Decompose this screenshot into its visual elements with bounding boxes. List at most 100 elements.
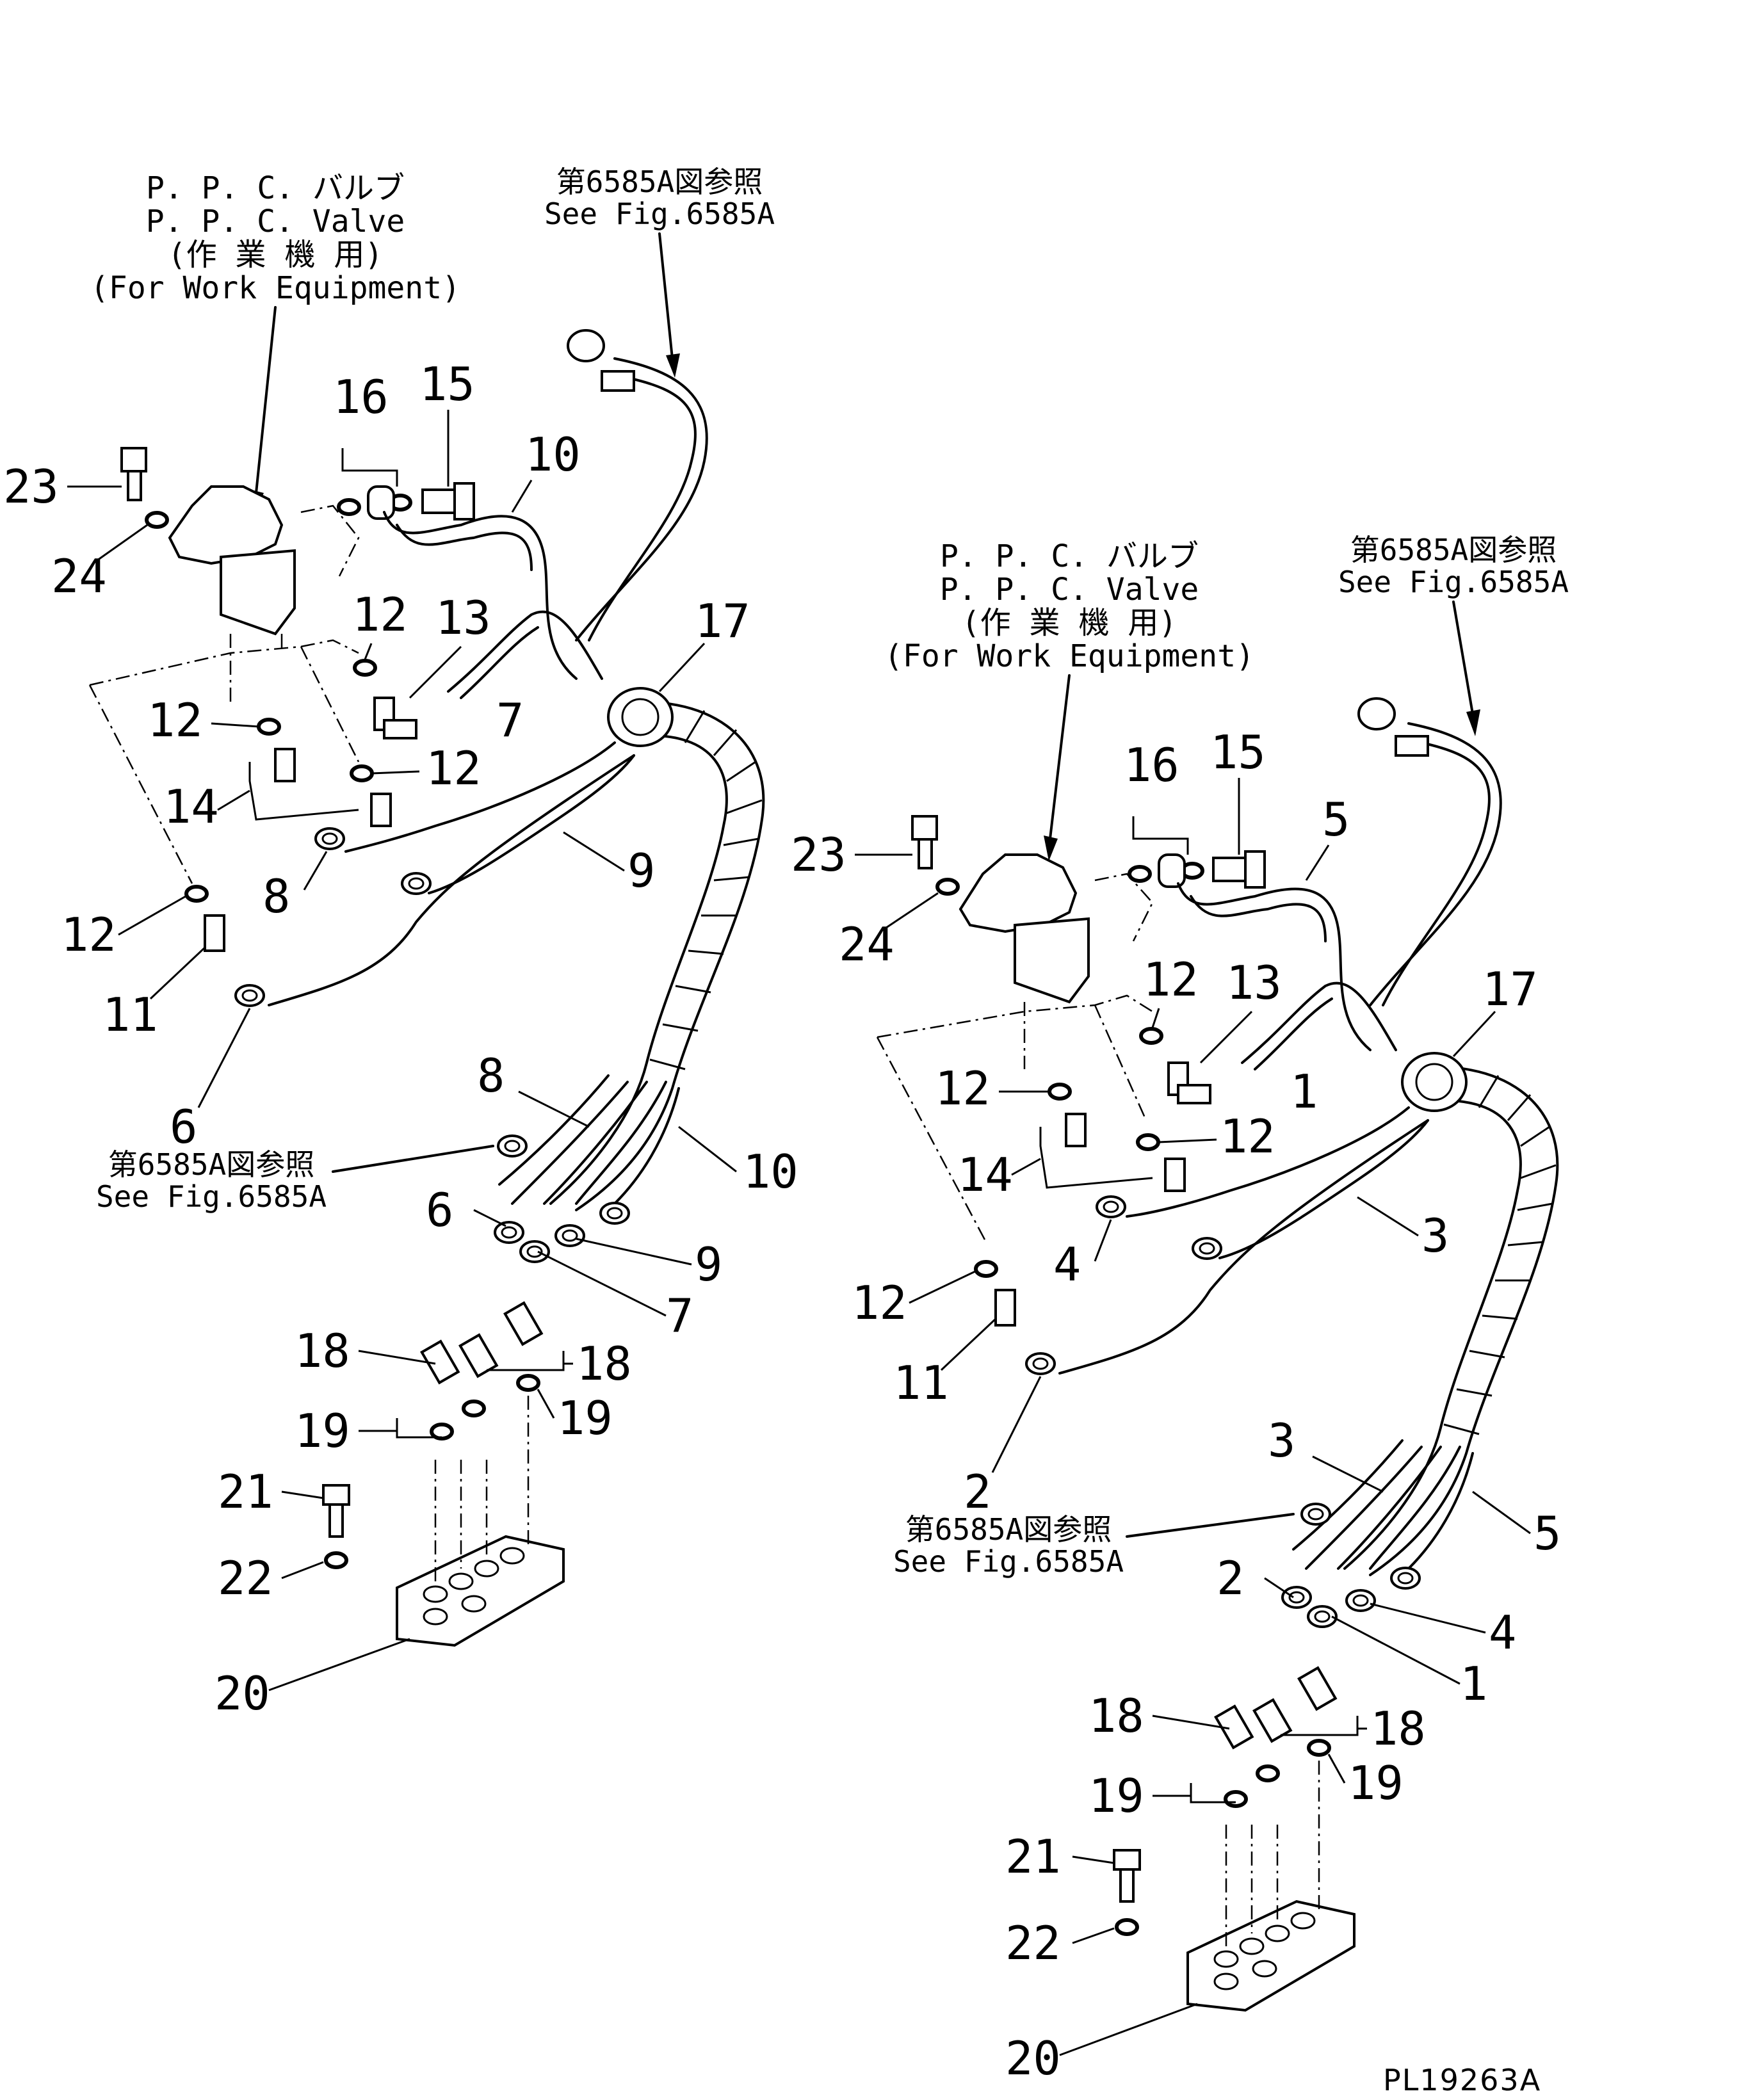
callout: 21: [1005, 1830, 1061, 1884]
ppc-valve-caption-en: P. P. C. Valve: [146, 204, 405, 239]
callout: 16: [333, 370, 389, 424]
hose-10-edge: [396, 524, 533, 571]
drawing-code: PL19263A: [1383, 2063, 1541, 2097]
callout: 23: [791, 828, 846, 882]
callout: 11: [893, 1356, 949, 1410]
callout: 12: [426, 741, 481, 795]
oring-12: [1138, 1135, 1158, 1149]
callout: 6: [170, 1100, 197, 1154]
washer-24: [937, 880, 958, 894]
oring-12: [259, 720, 279, 734]
oring-19: [1309, 1741, 1329, 1755]
callout: 10: [743, 1145, 798, 1198]
nut-2: [1025, 1352, 1056, 1375]
callout: 7: [666, 1289, 693, 1343]
hose-7: [447, 610, 603, 693]
hose-9: [428, 754, 635, 894]
fitting-11: [204, 914, 225, 952]
oring-19: [1258, 1766, 1278, 1780]
elbow-fitting: [367, 485, 395, 520]
hose-bundle: [549, 687, 765, 1211]
fitting-13: [373, 697, 417, 739]
guide-line: [876, 1037, 987, 1243]
callout: 23: [3, 460, 59, 513]
callout: 12: [147, 693, 203, 747]
ref-hose-edge: [588, 376, 697, 642]
callout: 18: [295, 1324, 350, 1378]
callout: 12: [1143, 953, 1199, 1006]
bolt-23: [120, 447, 147, 501]
callout: 19: [1088, 1769, 1144, 1823]
callout: 14: [957, 1148, 1013, 1202]
callout: 9: [695, 1238, 722, 1291]
hose-5-edge: [1190, 895, 1327, 942]
nut-6: [234, 984, 265, 1007]
guide-line: [89, 639, 359, 686]
ref-hose: [1369, 722, 1502, 1006]
callout: 14: [163, 780, 219, 834]
right-assembly: P. P. C. バルブ P. P. C. Valve (作 業 機 用) (F…: [791, 533, 1569, 2085]
manifold-20: [1186, 1761, 1355, 2012]
oring-16: [1129, 867, 1150, 881]
ref-label-mid-en: See Fig.6585A: [96, 1179, 327, 1214]
lower-hoses: [494, 1074, 680, 1263]
callout: 5: [1322, 793, 1350, 846]
callout: 17: [1482, 962, 1538, 1016]
callout: 21: [218, 1465, 273, 1519]
callout: 17: [695, 594, 750, 648]
callout: 1: [1290, 1065, 1318, 1118]
arrow-head: [666, 353, 680, 378]
banjo-fitting: [1357, 697, 1396, 730]
callout: 12: [61, 908, 117, 962]
ref-arrow: [658, 232, 674, 360]
callout: 12: [1220, 1110, 1275, 1163]
clamp-17: [1401, 1052, 1468, 1112]
callout: 2: [964, 1465, 991, 1519]
ref-arrow: [332, 1145, 494, 1173]
ppc-valve-caption-en: P. P. C. Valve: [940, 572, 1199, 608]
callout: 22: [218, 1551, 273, 1605]
callout: 12: [852, 1276, 907, 1330]
callout: 3: [1268, 1414, 1295, 1467]
hose-1: [1241, 981, 1397, 1064]
callout: 6: [426, 1183, 453, 1237]
callout: 10: [525, 428, 581, 481]
bracket-19: [1190, 1783, 1236, 1803]
ppc-valve-caption-en-sub: (For Work Equipment): [884, 638, 1254, 674]
bolt-23: [911, 815, 938, 869]
callout: 18: [1370, 1702, 1426, 1755]
guide-line: [1094, 1005, 1147, 1121]
elbows-18: [1214, 1666, 1359, 1750]
fitting-11: [994, 1289, 1016, 1327]
hose-2: [1058, 1119, 1429, 1375]
hose-10: [383, 511, 578, 680]
washer-24: [147, 513, 167, 527]
callout: 24: [839, 917, 894, 971]
callout: 18: [1088, 1689, 1144, 1743]
callout: 8: [263, 869, 290, 923]
hose-7-edge: [460, 626, 539, 699]
hose-5: [1177, 882, 1372, 1051]
oring-12: [1141, 1029, 1161, 1043]
callout: 4: [1053, 1238, 1081, 1291]
guide-line: [300, 504, 360, 577]
callout: 20: [1005, 2031, 1061, 2085]
hose-1-edge: [1254, 997, 1333, 1070]
bolt-21: [322, 1484, 350, 1538]
ppc-valve-caption-ja-sub: (作 業 機 用): [168, 237, 384, 273]
callout: 19: [1348, 1756, 1404, 1810]
nut-9: [401, 872, 432, 895]
ref-hose-edge: [1382, 741, 1491, 1006]
callout: 13: [1226, 956, 1282, 1010]
bracket-14: [248, 762, 359, 821]
callouts-left: 23 24 16 15 10 12 13 7 17 12 12 14 8 9 1…: [3, 357, 798, 1720]
hose-8: [344, 741, 616, 853]
ppc-valve-caption-ja: P. P. C. バルブ: [146, 170, 405, 206]
ppc-valve: [959, 853, 1090, 1069]
ppc-valve: [168, 485, 296, 704]
nut-4: [1096, 1195, 1126, 1218]
clamp-17: [607, 687, 674, 747]
callout: 16: [1124, 738, 1179, 792]
bracket-19: [396, 1418, 442, 1439]
callout: 9: [627, 844, 655, 898]
